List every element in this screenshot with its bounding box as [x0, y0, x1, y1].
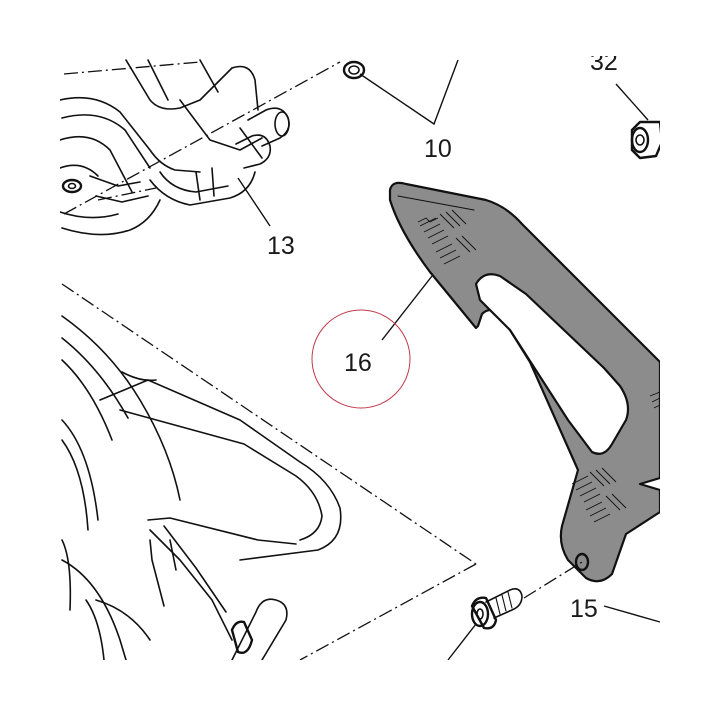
tread-pattern-lower: [571, 467, 627, 523]
alignment-line: [63, 61, 341, 215]
alignment-line: [97, 187, 157, 201]
alignment-line: [63, 61, 201, 75]
wheel-swingarm: [61, 315, 342, 661]
leader-line-10: [359, 59, 459, 126]
callout-15: 15: [570, 595, 598, 623]
highlight-circle: [311, 309, 411, 409]
frame-mask-left: [0, 0, 60, 720]
frame-mask-right: [660, 0, 720, 720]
alignment-line: [61, 283, 477, 565]
callout-10: 10: [424, 135, 452, 163]
frame-mask-top: [0, 0, 720, 56]
frame-mask-bottom: [0, 660, 720, 720]
washer-10: [342, 60, 366, 80]
leader-line-32: [615, 83, 649, 121]
alignment-line: [299, 563, 477, 661]
bolt-15: [470, 588, 523, 630]
leader-line-15: [603, 605, 661, 623]
callout-32: 32: [590, 48, 618, 76]
leader-line-13: [237, 177, 271, 227]
brake-caliper: [59, 59, 290, 236]
alignment-line: [523, 561, 583, 599]
nut-32: [630, 120, 664, 160]
heel-guard-plate: [388, 181, 662, 583]
leader-line-16: [381, 275, 433, 341]
callout-16: 16: [344, 349, 372, 377]
tread-pattern-right: [649, 391, 661, 409]
callout-13: 13: [267, 232, 295, 260]
leader-line-15b: [447, 623, 477, 661]
tread-pattern-upper: [417, 209, 477, 265]
